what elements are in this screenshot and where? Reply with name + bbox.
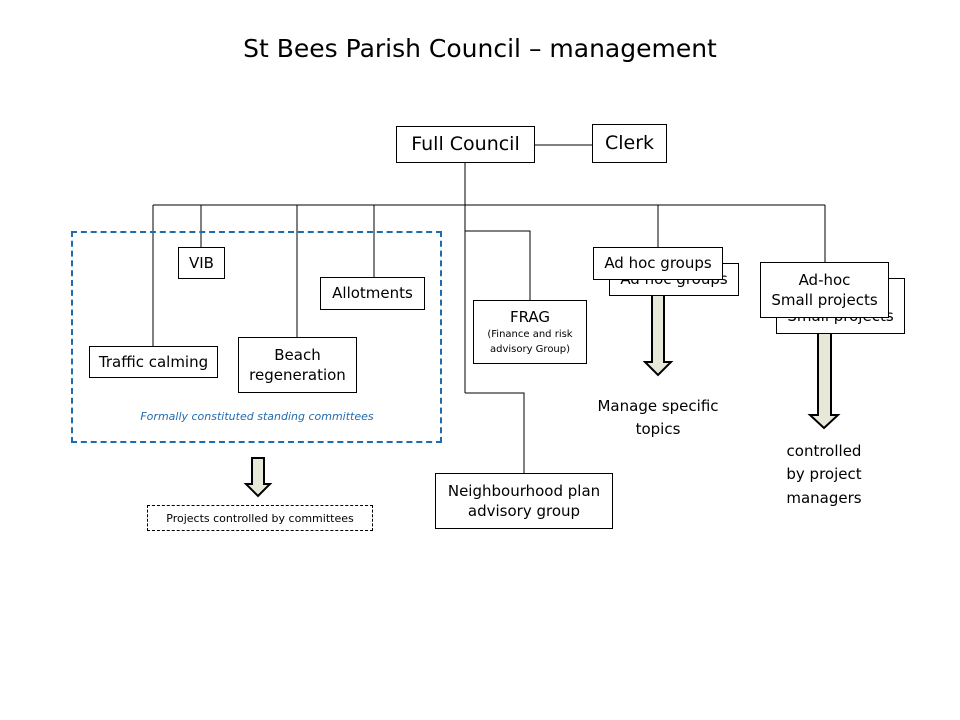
beach-label-line1: Beach <box>274 345 321 364</box>
connector-frag <box>465 230 531 300</box>
controlled-line2: by project <box>786 465 862 484</box>
vib-box: VIB <box>178 247 225 279</box>
projects-by-committees-box: Projects controlled by committees <box>147 505 373 531</box>
allotments-label: Allotments <box>332 284 413 303</box>
manage-topics-line1: Manage specific <box>597 397 719 415</box>
controlled-line3: managers <box>786 488 862 507</box>
standing-committees-label: Formally constituted standing committees <box>140 410 374 423</box>
ad-hoc-groups-label: Ad hoc groups <box>604 254 712 273</box>
small-projects-line2: Small projects <box>771 291 878 309</box>
manage-topics-line2: topics <box>635 419 681 438</box>
beach-label-line2: regeneration <box>249 366 346 384</box>
full-council-label: Full Council <box>411 132 520 155</box>
neighbourhood-plan-box: Neighbourhood plan advisory group <box>435 473 613 529</box>
clerk-label: Clerk <box>604 131 655 154</box>
arrow-adhoc <box>642 291 674 377</box>
frag-label: FRAG <box>509 307 551 326</box>
clerk-box: Clerk <box>592 124 667 163</box>
allotments-box: Allotments <box>320 277 425 310</box>
traffic-calming-box: Traffic calming <box>89 346 218 378</box>
standing-committees-group <box>71 231 442 443</box>
frag-subtitle-line1: (Finance and risk <box>487 329 573 341</box>
full-council-box: Full Council <box>396 126 535 163</box>
frag-subtitle-line2: advisory Group) <box>489 344 571 356</box>
controlled-line1: controlled <box>786 442 862 460</box>
controlled-by-managers-note: controlled by project managers <box>764 440 884 510</box>
ad-hoc-groups-box: Ad hoc groups <box>593 247 723 280</box>
beach-regeneration-box: Beach regeneration <box>238 337 357 393</box>
small-projects-line1: Ad-hoc <box>798 270 851 289</box>
arrow-smallprojects <box>807 328 841 430</box>
frag-box: FRAG (Finance and risk advisory Group) <box>473 300 587 364</box>
traffic-calming-label: Traffic calming <box>98 352 209 371</box>
page-title: St Bees Parish Council – management <box>243 34 717 63</box>
arrow-committees <box>243 457 273 498</box>
neighbourhood-line2: advisory group <box>467 502 581 520</box>
connector-neighbourhood <box>465 392 525 473</box>
manage-topics-note: Manage specific topics <box>578 395 738 440</box>
neighbourhood-line1: Neighbourhood plan <box>447 481 601 500</box>
small-projects-box: Ad-hoc Small projects <box>760 262 889 318</box>
projects-by-committees-label: Projects controlled by committees <box>166 511 354 525</box>
vib-label: VIB <box>189 253 214 272</box>
